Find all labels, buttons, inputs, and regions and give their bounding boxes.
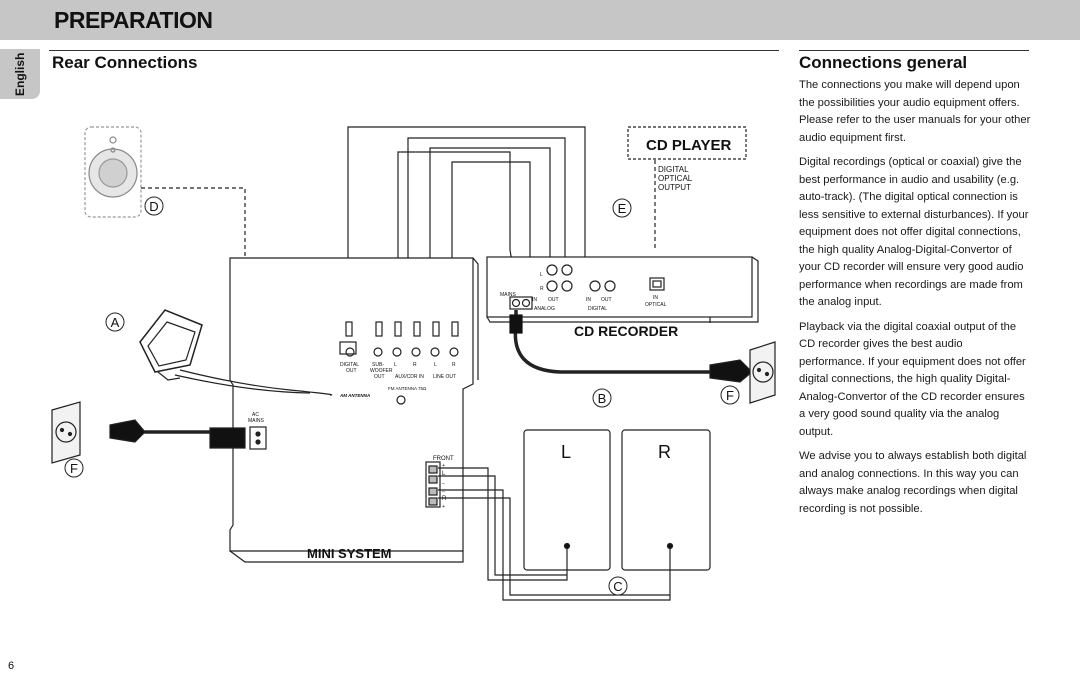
paragraph-4: We advise you to always establish both d… [799, 450, 1027, 515]
optical-label: OPTICAL [645, 302, 667, 308]
cd-recorder-box [486, 256, 759, 323]
callout-a: A [111, 315, 120, 330]
header-bar: PREPARATION [0, 0, 1080, 40]
mini-system-box [229, 257, 479, 563]
language-tab-label: English [13, 52, 27, 96]
digital-out-label-2: OUT [346, 368, 357, 374]
left-section-rule [49, 50, 779, 51]
callout-c: C [613, 579, 622, 594]
page-title: PREPARATION [54, 7, 213, 33]
digital-out-label-1: DIGITAL [340, 362, 359, 368]
subwoofer-label-2: WOOFER [370, 368, 393, 374]
digital-label: DIGITAL [588, 306, 607, 312]
cd-recorder-jack-l: L [540, 272, 543, 278]
callout-e: E [618, 201, 627, 216]
line-out-label: LINE OUT [433, 374, 456, 380]
analog-out-label: OUT [548, 297, 559, 303]
callout-d: D [149, 199, 158, 214]
right-speaker [621, 429, 711, 571]
digital-out-label: OUT [601, 297, 612, 303]
front-l-plus: + [442, 463, 445, 469]
left-wall-socket [51, 401, 81, 464]
connections-general-text: The connections you make will depend upo… [799, 77, 1031, 525]
digital-in-label: IN [586, 297, 591, 303]
front-l-minus: – [442, 481, 445, 487]
optical-in-label: IN [653, 295, 658, 301]
right-wall-socket [749, 341, 776, 404]
paragraph-2: Digital recordings (optical or coaxial) … [799, 156, 1029, 308]
mains-label: MAINS [248, 418, 265, 424]
aux-channel-r: R [413, 362, 417, 368]
rear-connections-diagram: CD PLAYER DIGITAL OPTICAL OUTPUT CD RECO… [40, 110, 780, 610]
cd-recorder-label: CD RECORDER [574, 323, 678, 339]
subwoofer-label-3: OUT [374, 374, 385, 380]
paragraph-1: The connections you make will depend upo… [799, 79, 1031, 144]
cd-player-label: CD PLAYER [646, 137, 731, 154]
front-label: FRONT [433, 456, 454, 462]
aux-cdr-in-label: AUX/CDR IN [395, 374, 424, 380]
subwoofer-label-1: SUB- [372, 362, 384, 368]
callout-f-left: F [70, 461, 78, 476]
right-section-rule [799, 50, 1029, 51]
cd-player-optical-label: OPTICAL [658, 174, 693, 183]
page-number: 6 [8, 660, 15, 672]
cd-player-output-label: OUTPUT [658, 183, 691, 192]
ac-label: AC [252, 412, 259, 418]
speaker-l-label: L [561, 442, 571, 462]
diagram-svg: CD PLAYER DIGITAL OPTICAL OUTPUT CD RECO… [51, 126, 776, 601]
aux-channel-l: L [394, 362, 397, 368]
front-l-label: L [442, 471, 446, 477]
line-channel-l: L [434, 362, 437, 368]
front-r-minus: – [442, 489, 445, 495]
callout-f-right: F [726, 388, 734, 403]
cd-player-digital-label: DIGITAL [658, 165, 689, 174]
am-antenna-label: AM ANTENNA [339, 393, 370, 398]
front-r-label: R [442, 496, 447, 502]
cd-recorder-mains-label: MAINS [500, 292, 517, 298]
left-section-heading: Rear Connections [52, 53, 198, 72]
paragraph-3: Playback via the digital coaxial output … [799, 320, 1026, 438]
mini-system-label: MINI SYSTEM [307, 546, 392, 561]
right-section-heading: Connections general [799, 53, 968, 72]
cd-recorder-jack-r: R [540, 286, 544, 292]
front-r-plus: + [442, 504, 445, 510]
analog-label: ANALOG [534, 306, 555, 312]
analog-in-label: IN [532, 297, 537, 303]
language-tab: English [0, 49, 40, 99]
line-channel-r: R [452, 362, 456, 368]
speaker-r-label: R [658, 442, 671, 462]
callout-b: B [598, 391, 607, 406]
fm-antenna-label: FM ANTENNA 75Ω [388, 386, 427, 391]
am-antenna [139, 309, 333, 396]
subwoofer-illustration [84, 126, 142, 218]
cd-player-box [627, 126, 747, 160]
